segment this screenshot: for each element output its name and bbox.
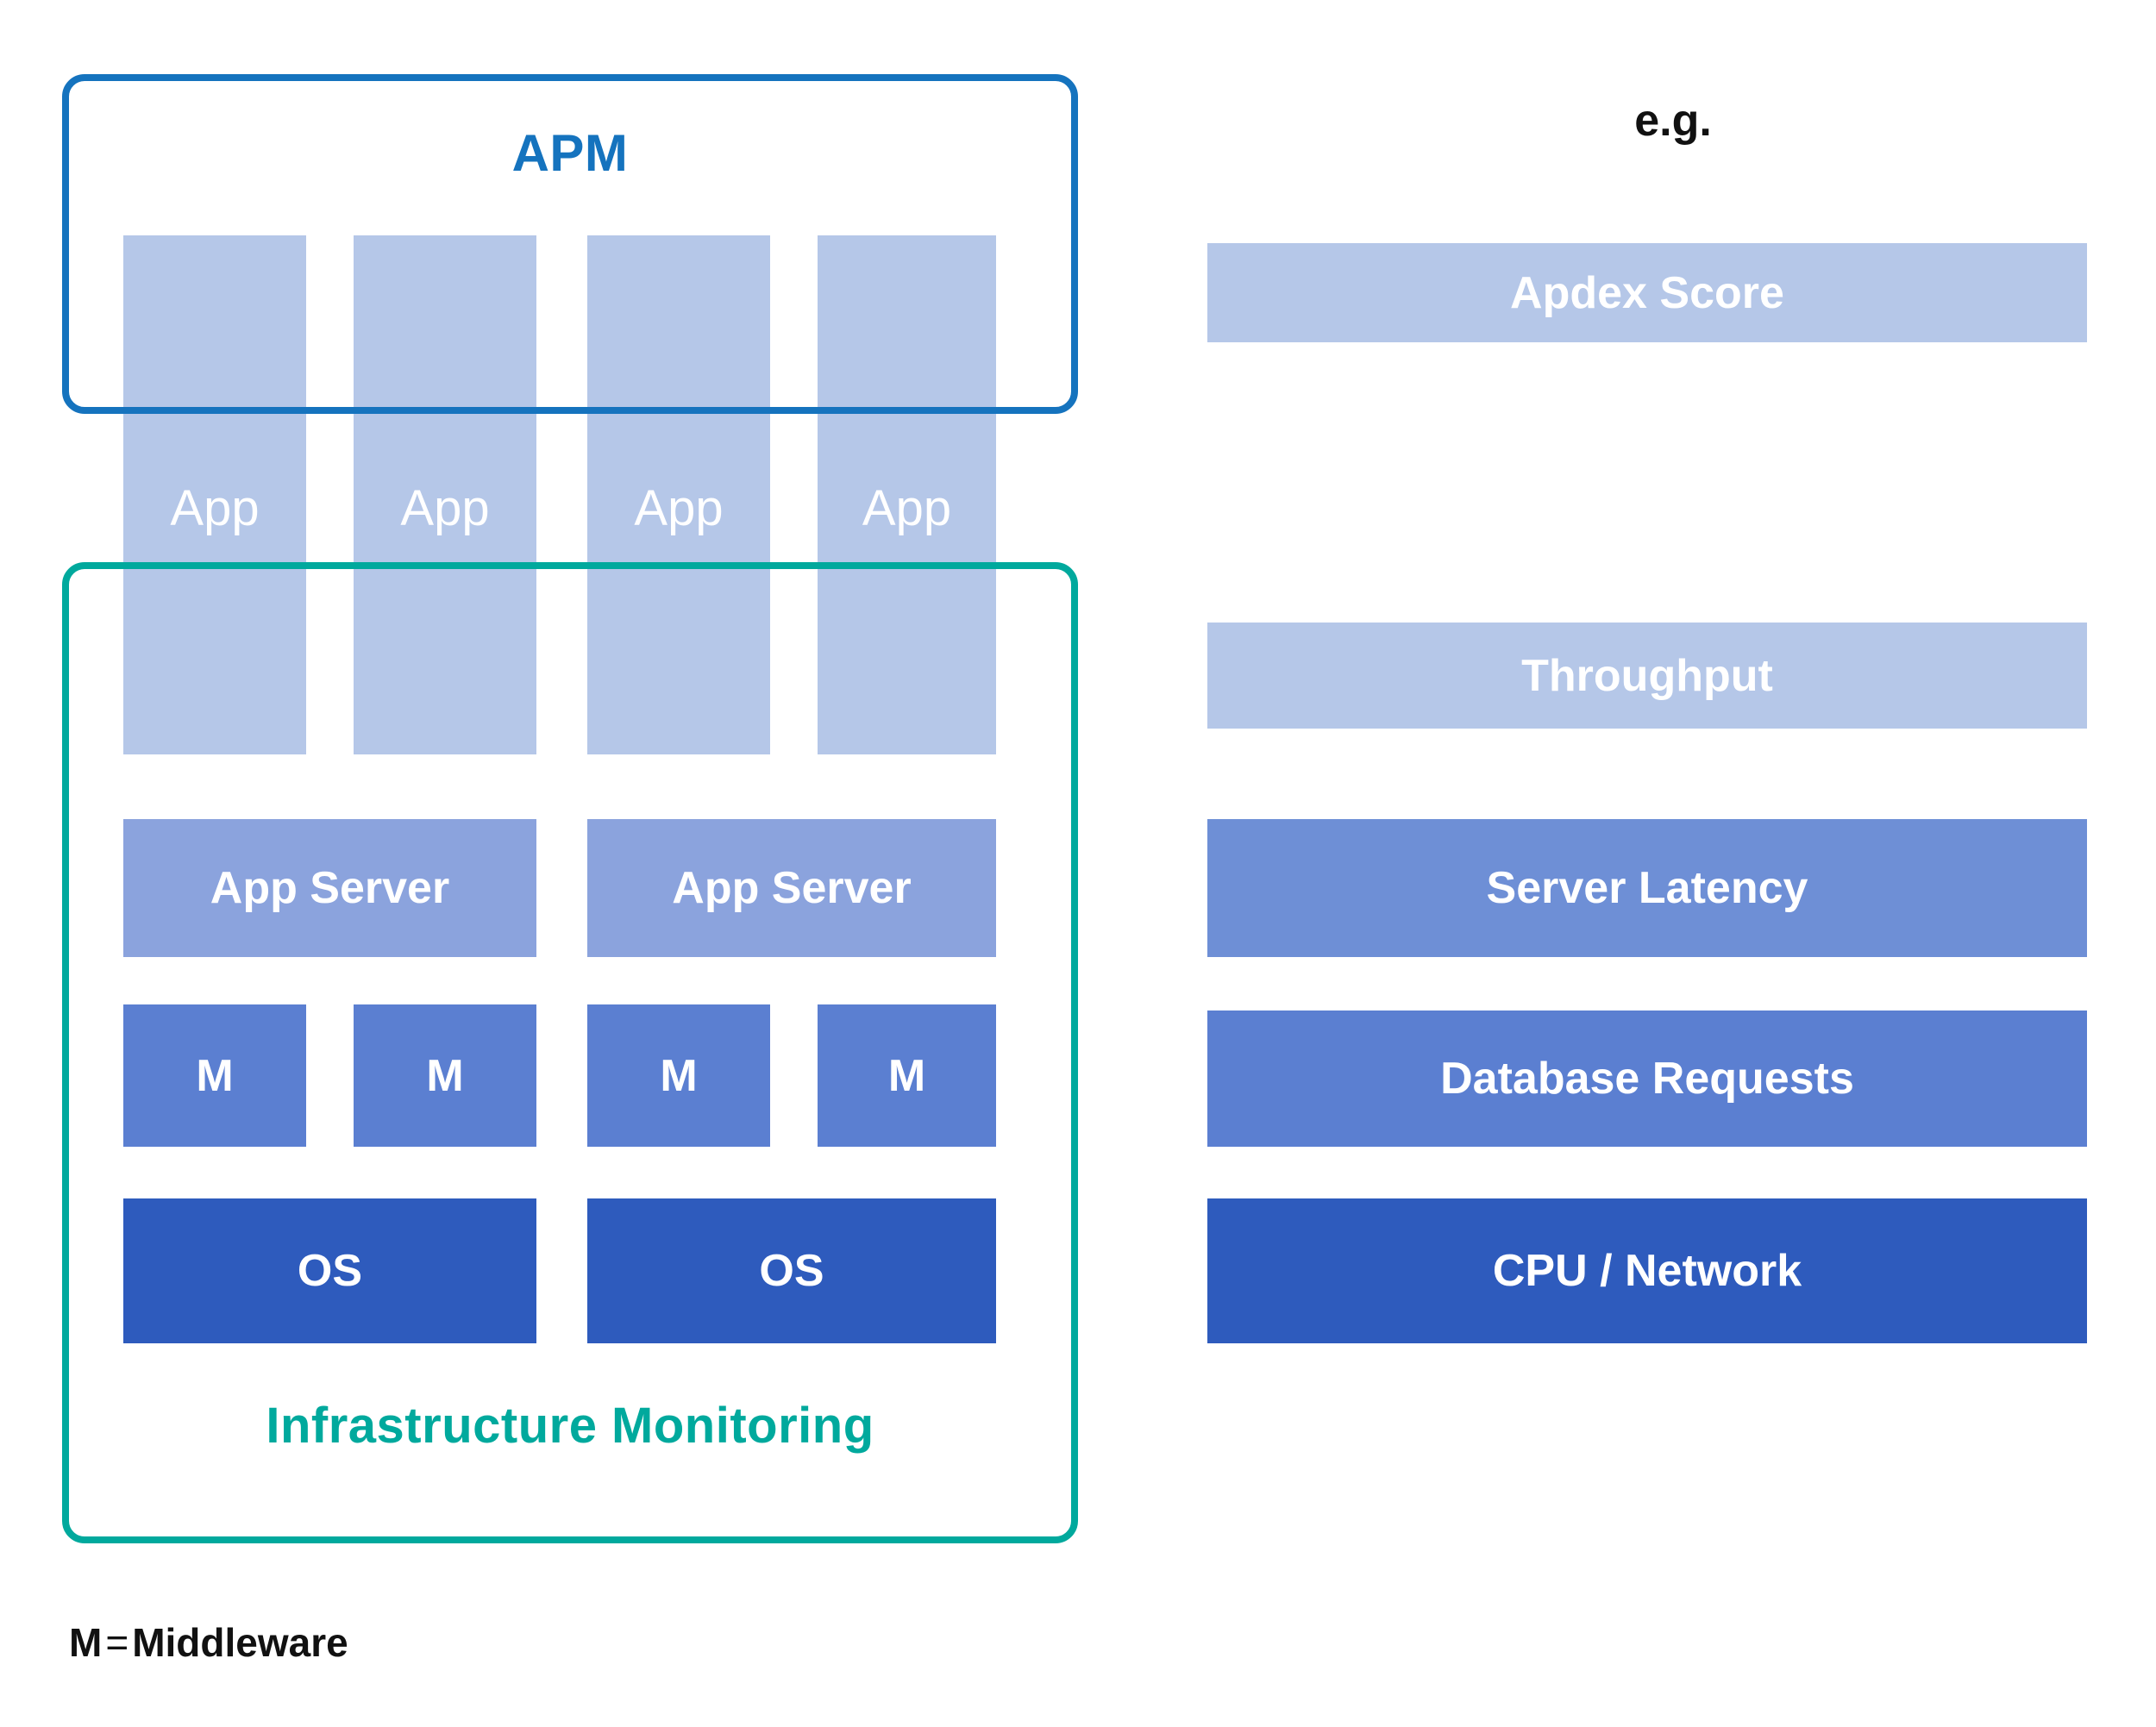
metric-label: Server Latency (1486, 863, 1808, 913)
metric-bar-throughput: Throughput (1207, 623, 2087, 729)
app-column: App (354, 235, 536, 754)
metric-label: CPU / Network (1492, 1246, 1802, 1296)
metric-label: Throughput (1521, 650, 1773, 701)
app-column: App (818, 235, 996, 754)
middleware-box: M (587, 1004, 770, 1147)
middleware-box: M (818, 1004, 996, 1147)
middleware-box: M (354, 1004, 536, 1147)
os-label: OS (297, 1246, 363, 1296)
app-server-box: App Server (123, 819, 536, 957)
apm-group-frame (62, 74, 1078, 414)
os-label: OS (759, 1246, 824, 1296)
app-server-box: App Server (587, 819, 996, 957)
app-column-label: App (170, 480, 260, 536)
app-column: App (123, 235, 306, 754)
middleware-label: M (426, 1050, 464, 1101)
app-column-label: App (634, 480, 724, 536)
metric-bar-apdex-score: Apdex Score (1207, 243, 2087, 342)
legend-value: Middleware (132, 1620, 348, 1665)
metric-label: Database Requests (1440, 1054, 1854, 1104)
app-server-label: App Server (672, 863, 912, 913)
apm-group-title: APM (511, 124, 629, 182)
metric-bar-database-requests: Database Requests (1207, 1011, 2087, 1147)
middleware-label: M (887, 1050, 926, 1101)
middleware-box: M (123, 1004, 306, 1147)
app-column-label: App (400, 480, 490, 536)
app-column: App (587, 235, 770, 754)
examples-heading: e.g. (1634, 96, 1712, 146)
middleware-label: M (196, 1050, 234, 1101)
legend-separator: = (105, 1620, 129, 1665)
app-server-label: App Server (210, 863, 450, 913)
legend-key: M (69, 1620, 103, 1665)
metric-bar-server-latency: Server Latency (1207, 819, 2087, 957)
os-box: OS (587, 1198, 996, 1343)
metric-bar-cpu-network: CPU / Network (1207, 1198, 2087, 1343)
os-box: OS (123, 1198, 536, 1343)
infrastructure-group-title: Infrastructure Monitoring (266, 1398, 874, 1454)
metric-label: Apdex Score (1510, 267, 1784, 318)
middleware-label: M (660, 1050, 698, 1101)
legend: M=Middleware (69, 1619, 348, 1666)
infrastructure-group-frame (62, 562, 1078, 1543)
app-column-label: App (862, 480, 952, 536)
